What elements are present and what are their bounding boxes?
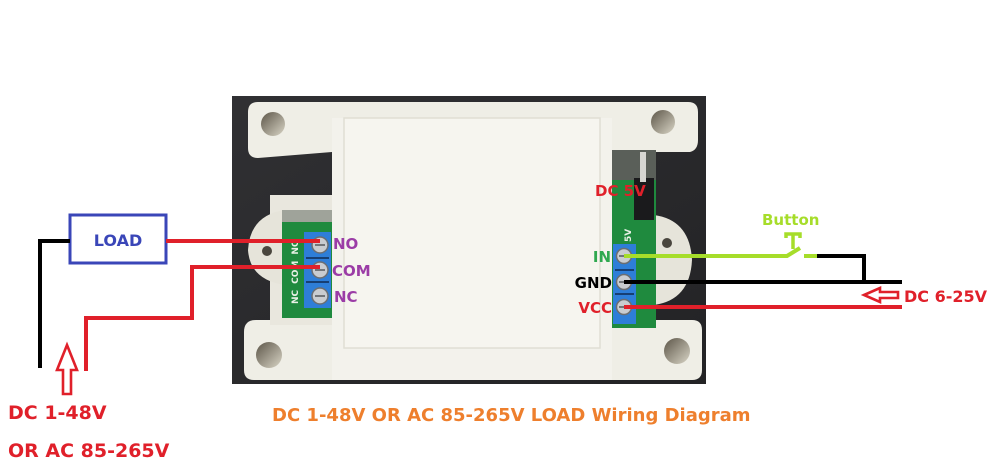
- dc-barrel-jack[interactable]: [634, 178, 654, 220]
- relay-output-pcb: NCCOMNO: [282, 210, 332, 318]
- load-box: LOAD: [68, 213, 168, 265]
- terminal-label-nc: NC: [334, 288, 358, 306]
- mounting-hole: [651, 110, 675, 134]
- mounting-hole: [262, 246, 272, 256]
- button-label: Button: [762, 211, 819, 229]
- load-wiring: [38, 239, 320, 371]
- control-supply-label: DC 6-25V: [904, 287, 988, 306]
- terminal-label-in: IN: [593, 248, 611, 266]
- pcb-silkscreen-5v: 5V: [624, 229, 634, 242]
- terminal-label-com: COM: [332, 262, 371, 280]
- load-label: LOAD: [94, 231, 142, 250]
- load-supply-arrow-icon: [55, 341, 79, 396]
- pcb-silkscreen-no-com-nc: NCCOMNO: [291, 239, 301, 304]
- wire-in-to-button: [624, 246, 802, 258]
- terminal-label-gnd: GND: [575, 274, 612, 292]
- mounting-hole: [261, 112, 285, 136]
- mounting-hole: [664, 338, 690, 364]
- terminal-label-vcc: VCC: [578, 299, 612, 317]
- push-button-symbol[interactable]: [784, 232, 802, 249]
- wire-supply-to-load: [38, 239, 70, 368]
- dc-5v-label: DC 5V: [595, 182, 646, 200]
- mounting-hole: [256, 342, 282, 368]
- load-supply-label-line2: OR AC 85-265V: [8, 440, 170, 462]
- relay-module-enclosure: [244, 102, 702, 380]
- screw-terminal-com[interactable]: [311, 261, 329, 279]
- mounting-hole: [662, 238, 672, 248]
- screw-terminal-nc[interactable]: [311, 287, 329, 305]
- terminal-label-no: NO: [333, 235, 358, 253]
- wire-supply-to-com: [84, 265, 320, 371]
- control-input-pcb: 5V: [612, 150, 656, 328]
- control-wiring: [624, 246, 902, 309]
- wire-button-to-gnd: [817, 254, 866, 282]
- control-supply-arrow-icon: [860, 286, 900, 304]
- diagram-title: DC 1-48V OR AC 85-265V LOAD Wiring Diagr…: [272, 405, 751, 426]
- load-supply-label-line1: DC 1-48V: [8, 402, 107, 424]
